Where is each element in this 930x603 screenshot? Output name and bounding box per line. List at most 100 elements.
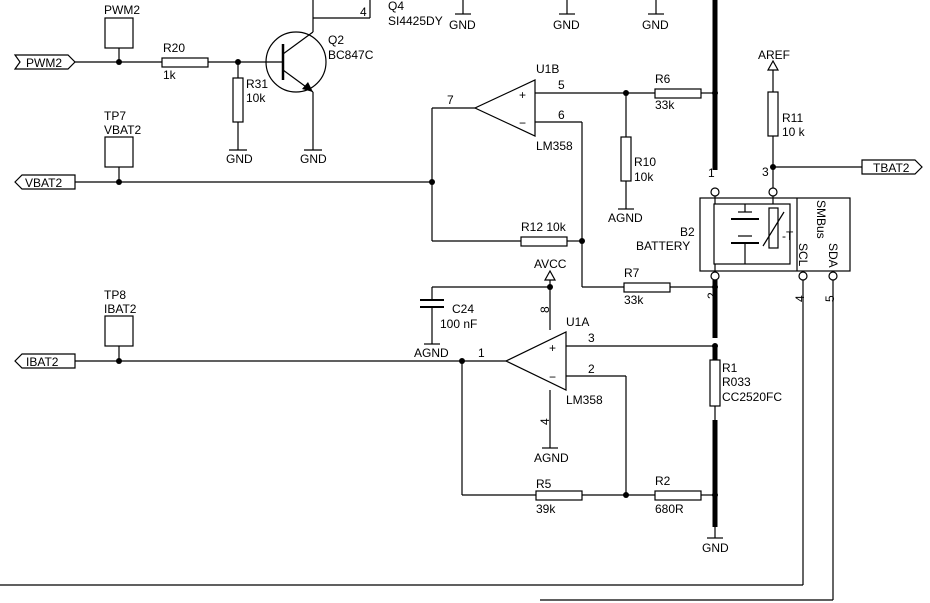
u1a-name: U1A xyxy=(566,315,589,329)
b2-name: B2 xyxy=(680,225,695,239)
r20-value: 1k xyxy=(163,68,177,82)
tp8-net: IBAT2 xyxy=(104,302,137,316)
scl-label: SCL xyxy=(796,243,810,267)
b2-battery-box xyxy=(699,197,851,272)
r7-name: R7 xyxy=(624,266,640,280)
u1b-name: U1B xyxy=(536,62,559,76)
u1b-plus: + xyxy=(519,88,526,102)
u1b-minus: − xyxy=(519,116,526,130)
q4-pin: 4 xyxy=(360,5,367,19)
c24-agnd: AGND xyxy=(414,346,449,360)
r10-value: 10k xyxy=(634,170,654,184)
b2-pin3-terminal xyxy=(768,187,778,197)
c24-value: 100 nF xyxy=(440,317,477,331)
r2-resistor xyxy=(654,490,702,501)
r5-value: 39k xyxy=(536,502,556,516)
r10-resistor xyxy=(620,136,632,182)
r31-gnd: GND xyxy=(226,152,253,166)
r6-value: 33k xyxy=(655,98,675,112)
ibat2-port-label: IBAT2 xyxy=(26,355,59,369)
r7-resistor xyxy=(623,282,671,293)
u1a-part: LM358 xyxy=(566,393,603,407)
r10-agnd: AGND xyxy=(608,211,643,225)
pwm2-port xyxy=(13,54,76,70)
pwm2-port-label: PWM2 xyxy=(26,56,62,70)
r1-value2: CC2520FC xyxy=(722,390,782,404)
b2-pin1-terminal xyxy=(710,187,720,197)
tp8-test-point xyxy=(104,315,134,347)
u1a-plus: + xyxy=(549,341,556,355)
r12-label: R12 10k xyxy=(521,220,567,234)
u1b-part: LM358 xyxy=(536,139,573,153)
gnd-top-2: GND xyxy=(553,18,580,32)
q4-name: Q4 xyxy=(388,0,404,13)
r2-name: R2 xyxy=(655,474,671,488)
tbat2-port xyxy=(861,159,923,175)
b2-pin1: 1 xyxy=(708,166,715,180)
r31-resistor xyxy=(232,77,244,123)
r20-name: R20 xyxy=(163,41,185,55)
aref-label: AREF xyxy=(758,48,790,62)
r11-name: R11 xyxy=(782,111,803,125)
r5-resistor xyxy=(535,490,583,501)
scl-pin: 4 xyxy=(793,295,807,302)
u1a-pin4: 4 xyxy=(538,418,552,425)
r1-shunt-resistor xyxy=(709,359,721,407)
r1-value1: R033 xyxy=(722,375,751,389)
u1a-agnd: AGND xyxy=(534,451,569,465)
smbus-label: SMBus xyxy=(814,200,828,239)
u1b-pin6: 6 xyxy=(558,108,565,122)
u1b-opamp xyxy=(473,79,536,137)
r20-resistor xyxy=(161,57,209,68)
r1-name: R1 xyxy=(722,361,738,375)
ibat2-port xyxy=(14,353,76,369)
r31-name: R31 xyxy=(246,77,268,91)
tp7-net: VBAT2 xyxy=(104,123,141,137)
u1a-pin8: 8 xyxy=(538,306,552,313)
r6-name: R6 xyxy=(655,72,671,86)
tp7-test-point xyxy=(104,136,134,168)
r7-value: 33k xyxy=(624,293,644,307)
r31-value: 10k xyxy=(246,91,266,105)
r12-resistor xyxy=(520,236,568,247)
b2-pin2-terminal xyxy=(710,271,720,281)
b2-pin2: 2 xyxy=(705,292,719,299)
tp8-name: TP8 xyxy=(104,288,126,302)
r2-value: 680R xyxy=(655,502,684,516)
c24-name: C24 xyxy=(452,302,474,316)
tp7-name: TP7 xyxy=(104,109,126,123)
q2-gnd: GND xyxy=(300,152,327,166)
pwm2-test-point xyxy=(104,17,134,49)
pwm2-tp-label: PWM2 xyxy=(104,3,140,17)
b2-inner-box xyxy=(713,203,791,265)
gnd-top-3: GND xyxy=(642,18,669,32)
sda-pin: 5 xyxy=(823,295,837,302)
r5-name: R5 xyxy=(536,477,552,491)
avcc-label: AVCC xyxy=(534,257,567,271)
avcc-symbol xyxy=(543,269,557,281)
q2-transistor xyxy=(265,31,327,93)
vbat2-port-label: VBAT2 xyxy=(25,176,62,190)
tbat2-port-label: TBAT2 xyxy=(873,161,910,175)
b2-scl-terminal xyxy=(798,271,808,281)
q2-name: Q2 xyxy=(328,33,344,47)
r1-gnd: GND xyxy=(702,541,729,555)
r6-resistor xyxy=(654,88,702,99)
u1a-pin3: 3 xyxy=(588,331,595,345)
r11-resistor xyxy=(767,91,779,137)
q4-gnd: GND xyxy=(449,18,476,32)
u1a-pin2: 2 xyxy=(588,362,595,376)
sda-label: SDA xyxy=(826,243,840,268)
u1b-pin7: 7 xyxy=(447,93,454,107)
r10-name: R10 xyxy=(634,155,656,169)
junction xyxy=(116,59,122,65)
u1b-pin5: 5 xyxy=(558,78,565,92)
q4-value: SI4425DY xyxy=(388,14,443,28)
u1a-pin1: 1 xyxy=(478,346,485,360)
r11-value: 10 k xyxy=(782,125,806,139)
q2-value: BC847C xyxy=(328,48,374,62)
b2-pin3: 3 xyxy=(762,165,769,179)
b2-sda-terminal xyxy=(828,271,838,281)
b2-value: BATTERY xyxy=(636,239,690,253)
